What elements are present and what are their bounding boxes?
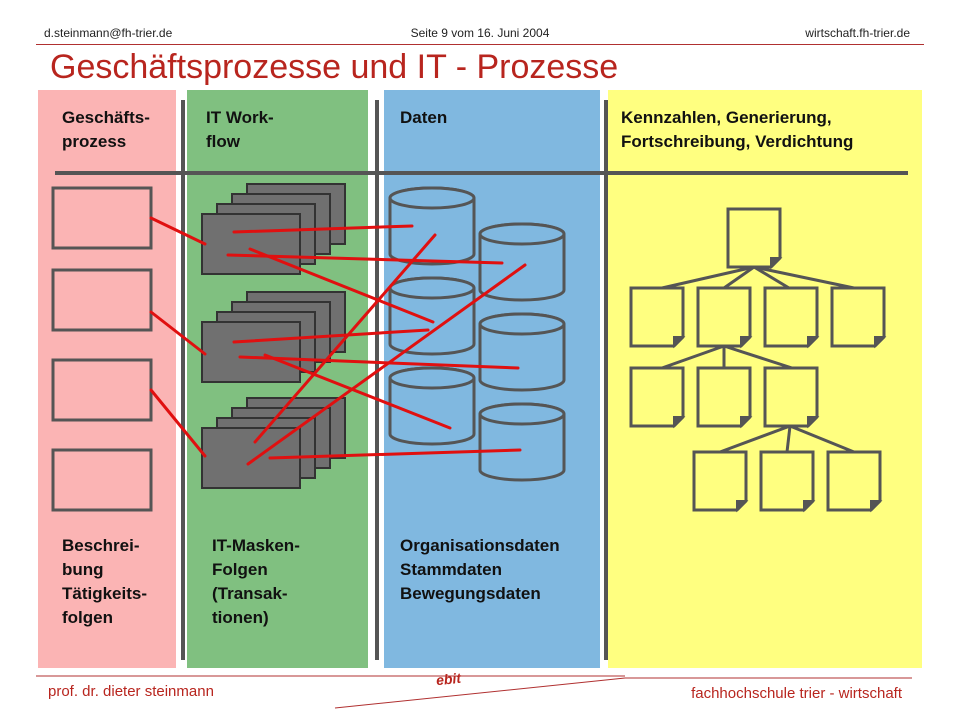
kpi-document [763, 366, 820, 429]
connector [149, 388, 207, 458]
column-it-workflow-bottom-label: IT-Masken- Folgen (Transak- tionen) [212, 536, 300, 627]
column-data-bottom-label: Organisationsdaten Stammdaten Bewegungsd… [400, 536, 560, 603]
header-rule [36, 44, 924, 45]
connector [248, 247, 435, 324]
database-cylinder-4 [478, 312, 566, 392]
connector [246, 263, 527, 466]
connector [149, 216, 207, 246]
footer-author: prof. dr. dieter steinmann [48, 683, 214, 700]
connector [232, 328, 430, 344]
database-cylinder-6 [478, 402, 566, 482]
kpi-document [696, 366, 753, 429]
header-email: d.steinmann@fh-trier.de [44, 26, 173, 40]
process-step-4 [51, 448, 153, 512]
header-website: wirtschaft.fh-trier.de [805, 26, 910, 40]
process-step-1 [51, 186, 153, 250]
connector [268, 448, 522, 460]
kpi-document [696, 286, 753, 349]
connector [238, 355, 520, 370]
column-business-process-top-label: Geschäfts- prozess [62, 108, 150, 151]
column-kpi-top-label: Kennzahlen, Generierung, Fortschreibung,… [621, 108, 854, 151]
kpi-document [629, 286, 686, 349]
footer-institution: fachhochschule trier - wirtschaft [691, 685, 902, 702]
connector [232, 224, 414, 234]
connector-lines [149, 216, 527, 466]
footer-logo: ebit [435, 669, 462, 689]
connector [226, 253, 504, 265]
process-step-boxes [51, 186, 153, 512]
column-separators [181, 100, 608, 660]
page-title: Geschäftsprozesse und IT - Prozesse [50, 48, 619, 86]
database-cylinder-1 [388, 186, 476, 266]
kpi-document [726, 207, 783, 270]
kpi-tree-connectors [661, 265, 855, 454]
header-page-info: Seite 9 vom 16. Juni 2004 [410, 26, 550, 40]
kpi-document [826, 450, 883, 513]
kpi-tree-documents [629, 207, 887, 513]
connector [263, 353, 452, 430]
column-data-top-label: Daten [400, 108, 448, 127]
kpi-document [692, 450, 749, 513]
connector [253, 233, 437, 444]
connector [149, 310, 207, 356]
kpi-document [759, 450, 816, 513]
kpi-document [763, 286, 820, 349]
column-business-process-bottom-label: Beschrei- bung Tätigkeits- folgen [62, 536, 148, 627]
column-it-workflow-top-label: IT Work- flow [206, 108, 274, 151]
kpi-document [629, 366, 686, 429]
database-cylinder-5 [388, 366, 476, 446]
it-mask-screen [201, 321, 301, 383]
kpi-document [830, 286, 887, 349]
process-step-2 [51, 268, 153, 332]
